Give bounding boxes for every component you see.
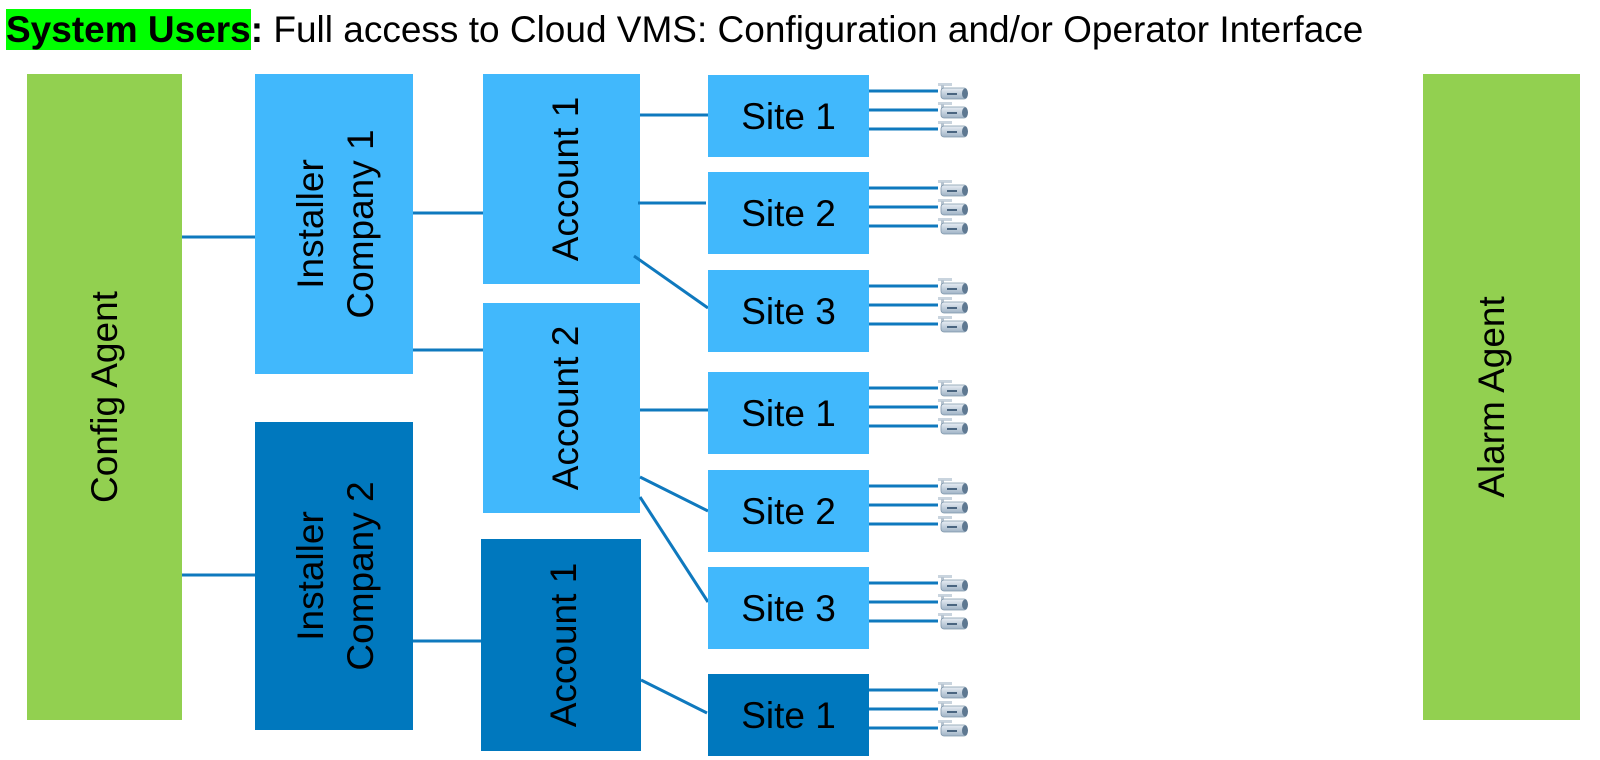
account-label: Account 2 — [545, 326, 586, 491]
site-box: Site 2 — [708, 172, 969, 254]
security-camera-icon — [937, 719, 969, 737]
installer-line1: Installer — [290, 511, 331, 641]
security-camera-icon — [937, 612, 969, 630]
connector — [638, 496, 710, 603]
connector — [639, 475, 709, 513]
connector — [640, 678, 708, 715]
account-label: Account 1 — [545, 97, 586, 262]
site-box: Site 1 — [708, 372, 969, 454]
agent-connectors — [182, 235, 255, 577]
title-highlight: System Users — [6, 9, 251, 50]
config-agent-box: Config Agent — [27, 74, 182, 720]
installer-box: Installer Company 1 — [255, 74, 413, 374]
security-camera-icon — [937, 217, 969, 235]
site-label: Site 1 — [741, 96, 836, 137]
title-description: Full access to Cloud VMS: Configuration … — [263, 9, 1364, 50]
security-camera-icon — [937, 593, 969, 611]
security-camera-icon — [937, 120, 969, 138]
security-camera-icon — [937, 101, 969, 119]
security-camera-icon — [937, 477, 969, 495]
site-label: Site 2 — [741, 491, 836, 532]
site-label: Site 1 — [741, 695, 836, 736]
installer-connectors — [413, 211, 483, 643]
site-box: Site 1 — [708, 674, 969, 756]
svg-text:Company 1: Company 1 — [340, 129, 381, 318]
site-box: Site 2 — [708, 470, 969, 552]
svg-text:Company 2: Company 2 — [340, 481, 381, 670]
site-label: Site 1 — [741, 393, 836, 434]
security-camera-icon — [937, 417, 969, 435]
security-camera-icon — [937, 700, 969, 718]
site-box: Site 3 — [708, 270, 969, 352]
installer-line1: Installer — [290, 159, 331, 289]
security-camera-icon — [937, 277, 969, 295]
security-camera-icon — [937, 574, 969, 592]
connector — [633, 254, 709, 310]
site-box: Site 1 — [708, 75, 969, 157]
account-box: Account 1 — [481, 539, 641, 751]
title-colon: : — [250, 9, 264, 50]
account-label: Account 1 — [543, 563, 584, 728]
security-camera-icon — [937, 681, 969, 699]
alarm-agent-label: Alarm Agent — [1471, 296, 1512, 498]
site-label: Site 3 — [741, 291, 836, 332]
security-camera-icon — [937, 398, 969, 416]
security-camera-icon — [937, 379, 969, 397]
svg-text:Installer: Installer — [290, 159, 331, 289]
security-camera-icon — [937, 515, 969, 533]
security-camera-icon — [937, 496, 969, 514]
installer-line2: Company 2 — [340, 481, 381, 670]
account-box: Account 2 — [483, 303, 640, 513]
site-label: Site 2 — [741, 193, 836, 234]
diagram-title: System Users: Full access to Cloud VMS: … — [6, 8, 1363, 52]
security-camera-icon — [937, 82, 969, 100]
account-box: Account 1 — [483, 74, 640, 284]
security-camera-icon — [937, 179, 969, 197]
sites-layer: Site 1 Site 2 Site 3 Site 1 Site 2 Site 3 Site… — [708, 75, 969, 756]
security-camera-icon — [937, 296, 969, 314]
security-camera-icon — [937, 198, 969, 216]
installer-box: Installer Company 2 — [255, 422, 413, 730]
site-box: Site 3 — [708, 567, 969, 649]
config-agent-label: Config Agent — [84, 290, 125, 503]
site-label: Site 3 — [741, 588, 836, 629]
alarm-agent-box: Alarm Agent — [1423, 74, 1580, 720]
account-connectors — [633, 113, 710, 715]
security-camera-icon — [937, 315, 969, 333]
installer-line2: Company 1 — [340, 129, 381, 318]
svg-text:Installer: Installer — [290, 511, 331, 641]
